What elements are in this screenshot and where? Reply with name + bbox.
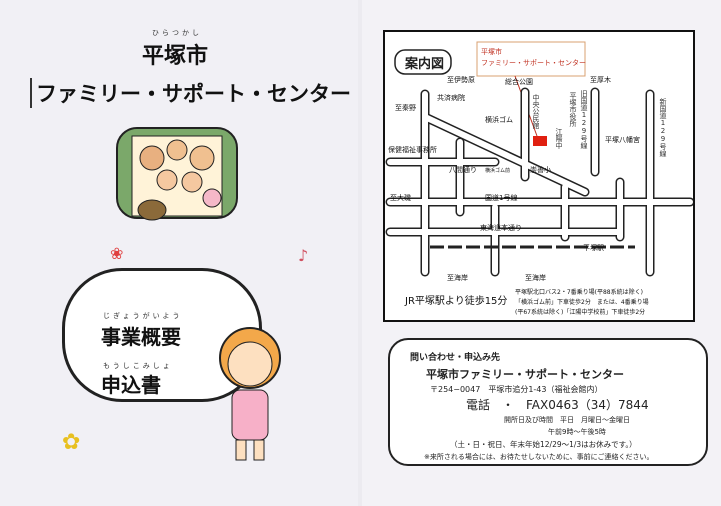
label-hachiken-dori: 八間通り	[449, 165, 477, 174]
label-chuo-kominkan: 中央公民館	[532, 93, 540, 130]
callout-line1: 平塚市	[481, 47, 502, 56]
label-sozen-school: 崇善小	[530, 165, 551, 174]
closed-days: （土・日・祝日、年末年始12/29～1/3はお休みです。）	[450, 440, 637, 449]
flower-icon: ✿	[62, 430, 81, 455]
phone-fax: 電話 ・ FAX0463（34）7844	[466, 398, 649, 412]
callout-line2: ファミリー・サポート・センター	[481, 58, 586, 67]
cover-page: ひらつかし 平塚市 ファミリー・サポート・センター じぎょうがいよう 事業概要 …	[0, 0, 358, 506]
access-map: 案内図 平塚市 ファミリー・サポート・センター 至伊勢原 総合公園 至厚木 共済…	[383, 30, 695, 322]
label-route1: 国道1号線	[485, 193, 517, 202]
bus-info-2: 「横浜ゴム前」下車徒歩2分 または、4番乗り場	[515, 298, 649, 306]
walk-info: JR平塚駅より徒歩15分	[404, 294, 507, 307]
item1-ruby: じぎょうがいよう	[103, 312, 183, 320]
label-hachimangu: 平塚八幡宮	[605, 135, 640, 144]
map-heading: 案内図	[404, 56, 444, 72]
label-health-office: 保健福祉事務所	[388, 145, 437, 154]
label-kaigan-1: 至海岸	[447, 273, 468, 282]
label-isehara: 至伊勢原	[447, 75, 475, 84]
city-title: 平塚市	[142, 44, 209, 69]
address: 〒254−0047 平塚市追分1-43（福祉会館内）	[430, 385, 603, 394]
label-city-hall: 平塚市役所	[569, 92, 577, 128]
label-tokaido: 東海道本通り	[480, 223, 522, 232]
label-oiso: 至大磯	[390, 193, 411, 202]
contact-box: 問い合わせ・申込み先 平塚市ファミリー・サポート・センター 〒254−0047 …	[388, 338, 708, 466]
girl-illustration	[219, 327, 281, 461]
label-kaigan-2: 至海岸	[525, 273, 546, 282]
label-yokohama-stop: 横浜ゴム前	[485, 167, 510, 174]
label-hiratsuka-station: 平塚駅	[583, 243, 604, 252]
label-atsugi: 至厚木	[590, 75, 611, 84]
label-koyo-jhs: 江陽中	[555, 128, 563, 150]
center-marker	[533, 136, 547, 146]
tulip-icon: ❀	[110, 244, 124, 263]
title-ruby: ひらつかし	[152, 29, 202, 37]
label-kyosai-hospital: 共済病院	[437, 93, 465, 102]
bus-info-1: 平塚駅北口バス2・7番乗り場(平88系統は除く)	[515, 288, 643, 296]
label-old-route129: 旧国道129号線	[580, 90, 588, 149]
hours-time: 午前9時～午後5時	[548, 428, 606, 436]
center-name: 平塚市ファミリー・サポート・センター	[426, 368, 624, 381]
application-label: 申込書	[101, 373, 161, 397]
item2-ruby: もうしこみしょ	[103, 362, 173, 370]
visit-note: ※来所される場合には、お待たせしないために、事前にご連絡ください。	[424, 453, 654, 461]
bus-info-3: (平67系統は除く)「江陽中学校前」下車徒歩2分	[515, 308, 645, 316]
label-sogo-park: 総合公園	[505, 77, 533, 86]
center-title: ファミリー・サポート・センター	[30, 78, 351, 108]
label-hadano: 至秦野	[395, 103, 416, 112]
label-new-route129: 新国道129号線	[659, 97, 667, 157]
label-yokohama-rubber: 横浜ゴム	[485, 115, 513, 124]
family-illustration	[116, 127, 238, 221]
hours-days: 開所日及び時間 平日 月曜日～金曜日	[504, 416, 630, 424]
music-note-icon: ♪	[298, 246, 309, 265]
overview-label: 事業概要	[101, 325, 181, 349]
contact-heading: 問い合わせ・申込み先	[410, 353, 501, 363]
